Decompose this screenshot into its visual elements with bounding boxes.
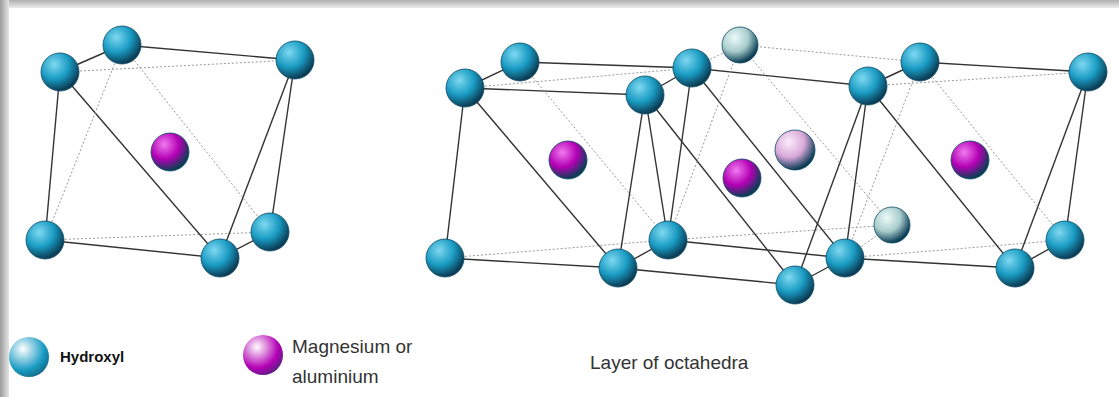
octahedron-edge [122,45,295,60]
octahedron-edge [122,45,270,232]
atom-sphere [599,249,637,287]
atom-sphere [41,53,79,91]
legend-swatch [243,335,283,375]
octahedron-edge [845,62,920,258]
octahedron-edge [668,240,845,258]
octahedron-edge [60,72,220,258]
octahedron-edge [845,240,1065,258]
octahedron-edge [740,45,920,62]
octahedron-edge [668,68,692,240]
octahedron-edge [692,68,868,86]
octahedron-edge [1015,72,1088,268]
atom-sphere [649,221,687,259]
octahedron-edge [465,88,618,268]
octahedron-edge [868,86,1015,268]
atom-sphere [722,27,758,63]
octahedron-edge [920,62,1065,240]
octahedron-edge [618,95,645,268]
atom-sphere [549,141,587,179]
octahedron-edge [1065,72,1088,240]
atom-sphere [251,213,289,251]
octahedron-edge [520,62,668,240]
atom-sphere [501,43,539,81]
legend-text: Magnesium or aluminium [292,332,462,392]
octahedron-edge [445,240,668,258]
atom-sphere [276,41,314,79]
octahedron-edge [920,62,1088,72]
octahedron-edge [45,72,60,240]
atom-sphere [723,159,761,197]
octahedron-edge [795,86,868,285]
octahedron-edge [692,68,845,258]
atom-sphere [201,239,239,277]
octahedron-edge [668,45,740,240]
atom-sphere [775,130,815,170]
octahedron-edge [740,45,892,225]
legend-text: Hydroxyl [60,348,124,365]
octahedron-edge [845,86,868,258]
atom-sphere [1046,221,1084,259]
atom-sphere [673,49,711,87]
atom-sphere [626,76,664,114]
atom-sphere [426,239,464,277]
octahedron-edge [270,60,295,232]
octahedron-edge [645,95,795,285]
octahedron-edge [668,225,892,240]
atom-sphere [996,249,1034,287]
atom-sphere [151,133,189,171]
atom-sphere [26,221,64,259]
octahedron-edge [618,268,795,285]
octahedron-edge [45,240,220,258]
octahedron-edge [445,258,618,268]
legend-swatch [9,337,49,377]
octahedron-edge [845,258,1015,268]
octahedron-edge [645,95,668,240]
octahedron-edge [220,60,295,258]
atom-sphere [103,26,141,64]
atom-sphere [951,141,989,179]
octahedron-edge [445,88,465,258]
octahedron-edge [520,62,692,68]
atom-sphere [901,43,939,81]
atom-sphere [1069,53,1107,91]
octahedron-edge [465,88,645,95]
octahedron-edge [45,232,270,240]
octahedron-edge [60,60,295,72]
atom-sphere [849,67,887,105]
atom-sphere [776,266,814,304]
atom-sphere [826,239,864,277]
atom-sphere [446,69,484,107]
octahedron-edge [868,72,1088,86]
layer-label: Layer of octahedra [590,352,748,374]
atom-sphere [874,207,910,243]
